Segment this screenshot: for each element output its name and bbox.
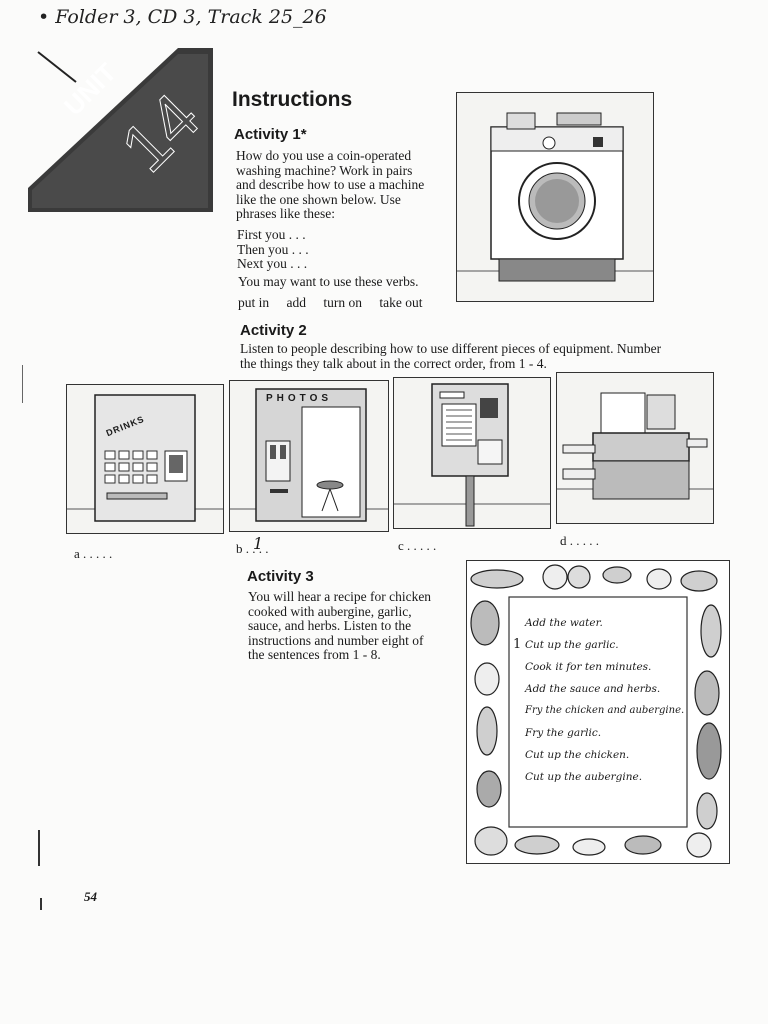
vending-machine-icon [67, 394, 223, 522]
photos-sign: PHOTOS [266, 393, 333, 404]
activity1-phrases: First you . . . Then you . . . Next you … [237, 227, 309, 272]
recipe-line: Cut up the chicken. [525, 749, 630, 761]
drinks-machine-illustration: DRINKS [66, 384, 224, 534]
verbs-intro: You may want to use these verbs. [238, 274, 419, 289]
verbs-list: put in add turn on take out [238, 295, 423, 311]
recipe-line: Add the water. [525, 617, 603, 629]
phrase: Next you . . . [237, 256, 308, 271]
option-c[interactable]: c . . . . . [398, 538, 437, 553]
activity3-line: You will hear a recipe for chicken [248, 589, 432, 604]
page-number: 54 [84, 889, 97, 904]
recipe-list: Add the water. Cut up the garlic. Cook i… [525, 617, 685, 817]
activity1-instructions: How do you use a coin-operated washing m… [236, 148, 451, 222]
ticket-machine-icon [394, 383, 550, 527]
activity3-line: sauce, and herbs. Listen to the [248, 618, 412, 633]
activity1-line: How do you use a coin-operated [236, 148, 412, 163]
ticket-machine-illustration [393, 377, 551, 529]
margin-mark [38, 830, 40, 866]
recipe-line: Fry the chicken and aubergine. [525, 705, 685, 716]
option-b[interactable]: b . . . . [236, 541, 269, 556]
phrase: First you . . . [237, 227, 306, 242]
verb: take out [379, 295, 423, 310]
activity2-line: the things they talk about in the correc… [240, 355, 547, 371]
recipe-mark: 1 [513, 637, 522, 652]
activity1-line: like the one shown below. Use [236, 191, 401, 207]
activity2-instructions: Listen to people describing how to use d… [240, 341, 720, 371]
recipe-line: Cut up the garlic. [525, 639, 619, 651]
activity2-line: Listen to people describing how to use d… [240, 341, 662, 356]
activity3-line: instructions and number eight of [248, 632, 424, 648]
option-b-answer: 1 [253, 534, 264, 553]
margin-mark [40, 898, 42, 910]
verb: put in [238, 295, 270, 310]
recipe-line: Cut up the aubergine. [525, 771, 643, 783]
unit-banner-shape [28, 48, 213, 212]
recipe-card: 1 Add the water. Cut up the garlic. Cook… [466, 560, 730, 864]
activity3-line: the sentences from 1 - 8. [248, 647, 381, 662]
activity3-heading: Activity 3 [247, 568, 314, 585]
photo-booth-icon [230, 388, 388, 522]
washing-machine-illustration [456, 92, 654, 302]
photo-booth-illustration: PHOTOS [229, 380, 389, 532]
vegetable-border-icon [470, 564, 722, 858]
phrase: Then you . . . [237, 241, 309, 257]
recipe-line: Fry the garlic. [525, 727, 602, 739]
activity3-line: cooked with aubergine, garlic, [248, 603, 412, 619]
recipe-line: Add the sauce and herbs. [525, 683, 661, 695]
page-title: Instructions [232, 88, 353, 111]
activity1-line: phrases like these: [236, 206, 335, 221]
activity3-instructions: You will hear a recipe for chicken cooke… [248, 589, 463, 663]
margin-mark [22, 365, 23, 403]
washing-machine-icon [457, 112, 653, 282]
recipe-line: Cook it for ten minutes. [525, 661, 652, 673]
handwritten-note: • Folder 3, CD 3, Track 25_26 [38, 6, 327, 28]
photocopier-icon [557, 392, 713, 500]
activity2-heading: Activity 2 [240, 322, 307, 339]
verb: add [286, 295, 307, 310]
option-a[interactable]: a . . . . . [74, 546, 113, 561]
activity1-line: and describe how to use a machine [236, 177, 425, 192]
photocopier-illustration [556, 372, 714, 524]
option-d[interactable]: d . . . . . [560, 533, 599, 548]
activity1-heading: Activity 1* [234, 126, 307, 143]
unit-banner: UNIT 14 [28, 40, 218, 220]
verb: turn on [323, 295, 363, 310]
activity1-line: washing machine? Work in pairs [236, 162, 413, 178]
